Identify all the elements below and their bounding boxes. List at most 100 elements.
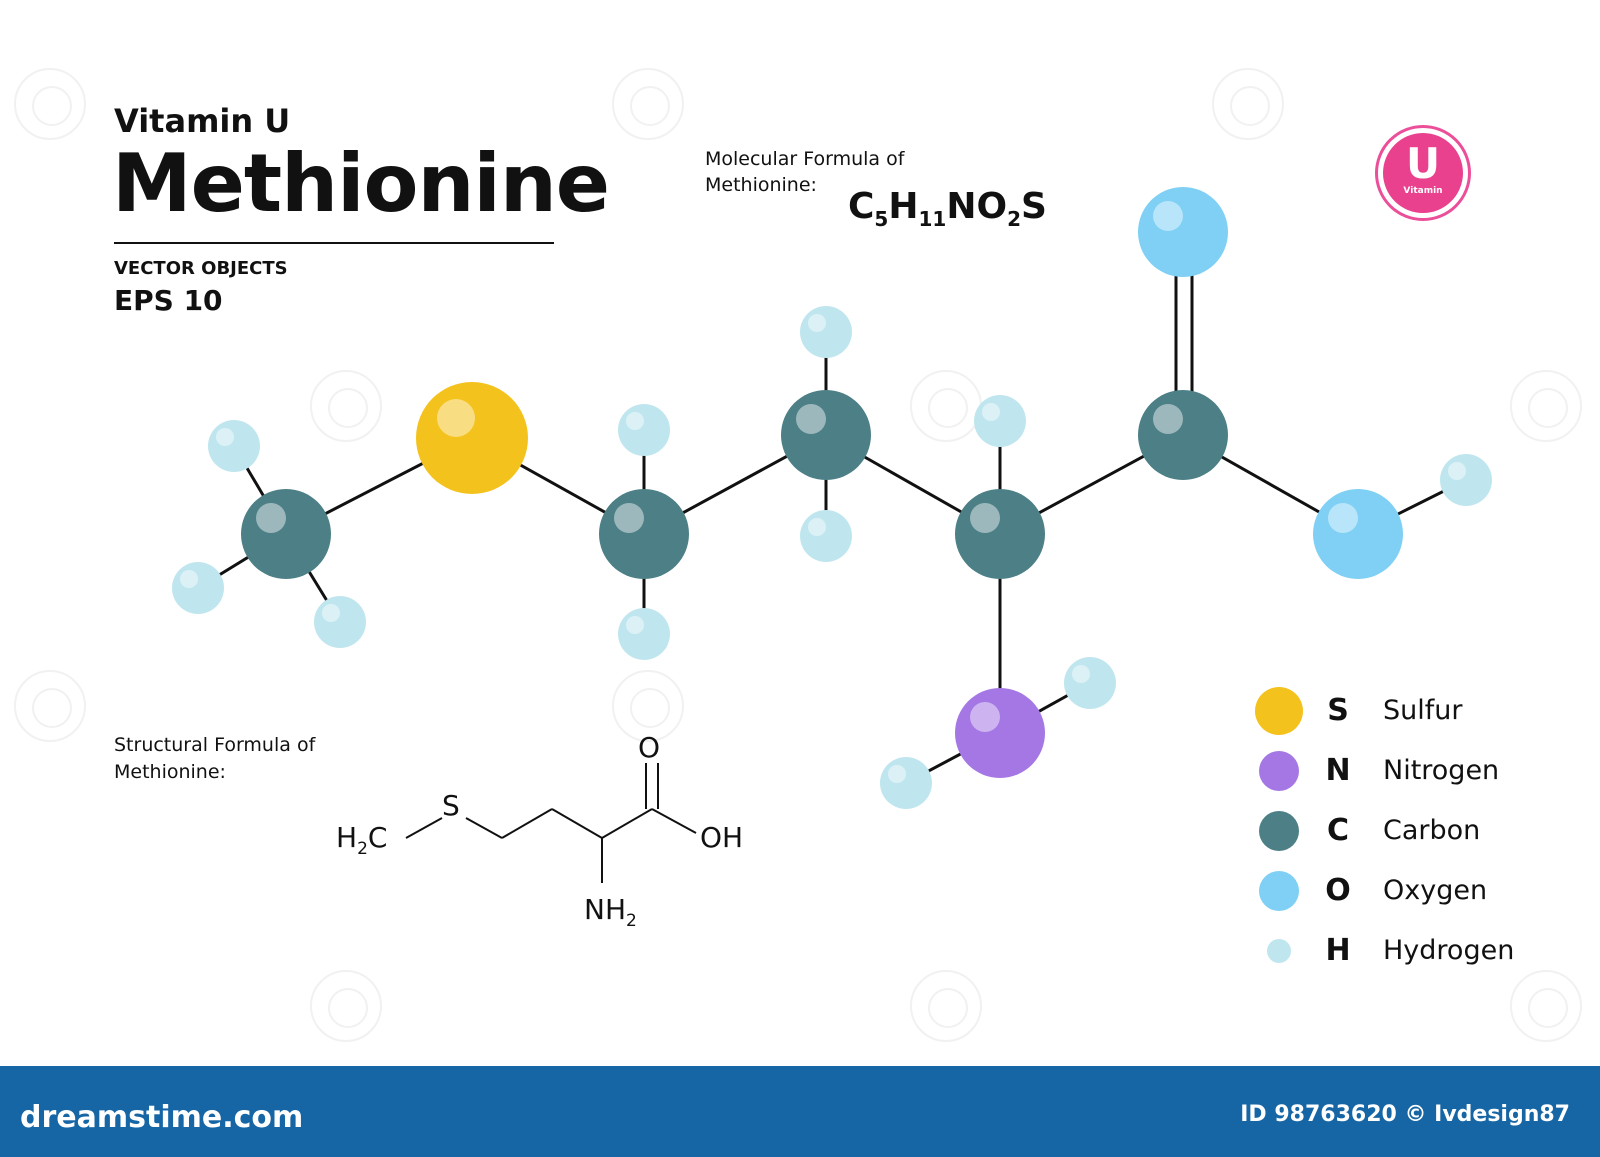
structural-formula-label-line1: Structural Formula of — [114, 734, 316, 756]
atom-highlight — [216, 428, 234, 446]
legend-name: Hydrogen — [1383, 935, 1515, 966]
atom-highlights — [180, 201, 1466, 783]
legend-symbol: S — [1327, 693, 1349, 728]
legend-name: Nitrogen — [1383, 755, 1500, 786]
subtitle: Vitamin U — [114, 102, 291, 140]
sulfur-swatch — [1255, 687, 1303, 735]
legend-symbol: O — [1325, 873, 1351, 908]
molecule-model — [172, 187, 1492, 809]
vitamin-badge-letter: U — [1405, 139, 1441, 188]
vitamin-badge-word: Vitamin — [1403, 186, 1443, 196]
structural-formula-diagram: S O OH H2C NH2 — [336, 735, 743, 931]
atom-highlight — [180, 570, 198, 588]
atom-labels: S O OH H2C NH2 — [336, 735, 743, 931]
carbon-atom — [599, 489, 689, 579]
hydrogen-atom — [1440, 454, 1492, 506]
page-title: Methionine — [112, 137, 610, 230]
hydrogen-atom — [880, 757, 932, 809]
oxygen-atom — [1138, 187, 1228, 277]
oxygen-atom — [1313, 489, 1403, 579]
watermark-circle — [1510, 970, 1582, 1042]
legend-item-sulfur: S Sulfur — [1255, 687, 1555, 735]
hydrogen-atom — [618, 608, 670, 660]
hydrogen-atom — [618, 404, 670, 456]
footer-brand[interactable]: dreamstime.com — [20, 1100, 304, 1135]
watermark-circle — [612, 68, 684, 140]
atom-highlight — [614, 503, 644, 533]
atom-highlight — [1153, 201, 1183, 231]
watermark-circle — [1212, 68, 1284, 140]
atom-highlight — [626, 616, 644, 634]
skeletal-bond — [601, 808, 653, 839]
nitrogen-swatch — [1259, 751, 1299, 791]
legend-name: Sulfur — [1383, 695, 1463, 726]
atom-highlight — [796, 404, 826, 434]
formula-part: C — [848, 186, 875, 227]
hydrogen-atom — [800, 306, 852, 358]
hydrogen-atom — [800, 510, 852, 562]
atom-highlight — [808, 518, 826, 536]
skeletal-bond — [465, 817, 503, 839]
watermark-circle — [910, 970, 982, 1042]
footer-image-id: ID 98763620 © Ivdesign87 — [1240, 1102, 1570, 1127]
atom-highlight — [982, 403, 1000, 421]
atom-highlight — [256, 503, 286, 533]
carbon-atom — [241, 489, 331, 579]
atom-highlight — [626, 412, 644, 430]
legend-symbol: N — [1325, 753, 1351, 788]
hydrogen-atom — [208, 420, 260, 472]
sulfur-atom — [416, 382, 528, 494]
legend-name: Oxygen — [1383, 875, 1488, 906]
methyl-c: C — [368, 821, 388, 854]
legend-name: Carbon — [1383, 815, 1481, 846]
formula-subscript: 11 — [918, 207, 947, 232]
atom-highlight — [808, 314, 826, 332]
atom-highlight — [888, 765, 906, 783]
molecular-formula: C5H11NO2S — [848, 186, 1047, 231]
carbon-atom — [1138, 390, 1228, 480]
vitamin-badge: U Vitamin — [1375, 125, 1471, 221]
formula-part: S — [1020, 186, 1047, 227]
legend-item-hydrogen: H Hydrogen — [1255, 931, 1555, 971]
atom-highlight — [322, 604, 340, 622]
skeletal-bonds — [405, 763, 697, 883]
skeletal-bond — [501, 808, 553, 839]
atom-legend: S Sulfur N Nitrogen C Carbon O Oxygen H … — [1255, 687, 1575, 981]
hydrogen-atom — [974, 395, 1026, 447]
skeletal-bond — [651, 808, 697, 834]
legend-item-oxygen: O Oxygen — [1255, 871, 1555, 911]
watermark-circle — [310, 970, 382, 1042]
watermark-circle — [1510, 370, 1582, 442]
skeletal-amine-label: NH2 — [584, 893, 637, 931]
vector-objects-label: VECTOR OBJECTS — [114, 258, 288, 279]
legend-item-nitrogen: N Nitrogen — [1255, 751, 1555, 791]
molecular-formula-label-line1: Molecular Formula of — [705, 148, 905, 170]
structural-formula-label-line2: Methionine: — [114, 761, 226, 783]
nitrogen-atom — [955, 688, 1045, 778]
atom-highlight — [437, 399, 475, 437]
carbon-atom — [955, 489, 1045, 579]
molecular-formula-label-line2: Methionine: — [705, 174, 817, 196]
formula-subscript: 2 — [1007, 207, 1021, 232]
methyl-h: H — [336, 821, 357, 854]
eps-label: EPS 10 — [114, 284, 223, 317]
atom-highlight — [1153, 404, 1183, 434]
atoms — [172, 187, 1492, 809]
methyl-subscript: 2 — [357, 839, 368, 859]
hydrogen-atom — [1064, 657, 1116, 709]
footer-bar — [0, 1066, 1600, 1157]
watermark-circle — [14, 670, 86, 742]
molecular-formula-label: Molecular Formula of Methionine: — [705, 146, 904, 198]
formula-subscript: 5 — [874, 207, 889, 232]
amine-subscript: 2 — [626, 911, 637, 931]
legend-symbol: H — [1325, 933, 1351, 968]
watermark-circle — [612, 670, 684, 742]
atom-highlight — [1328, 503, 1358, 533]
formula-part: NO — [946, 186, 1008, 227]
carbon-swatch — [1259, 811, 1299, 851]
atom-highlight — [1448, 462, 1466, 480]
structural-formula-label: Structural Formula of Methionine: — [114, 732, 315, 786]
hydrogen-swatch — [1267, 939, 1291, 963]
hydrogen-atom — [314, 596, 366, 648]
carbon-atom — [781, 390, 871, 480]
